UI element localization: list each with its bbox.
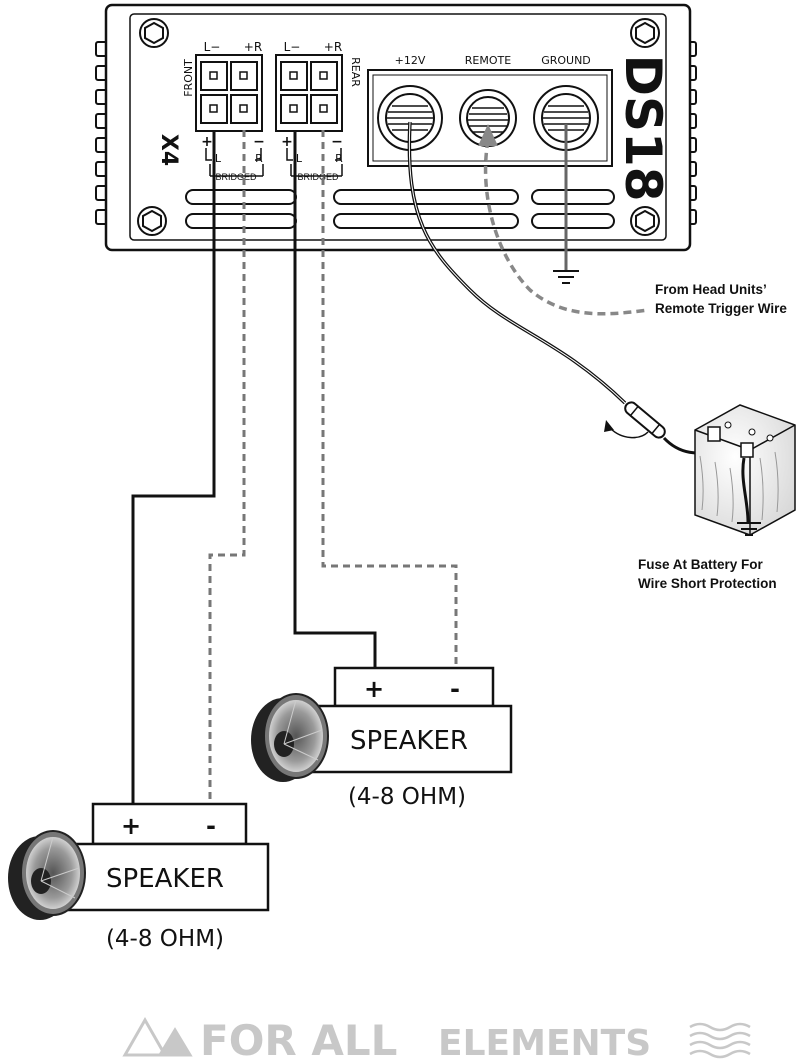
front-label: FRONT xyxy=(182,59,195,97)
speaker-label: SPEAKER xyxy=(350,726,468,756)
amplifier-inner-panel xyxy=(129,13,667,241)
screw-icon xyxy=(630,18,660,48)
remote-trigger-note-line1: From Head Units’ xyxy=(655,282,767,297)
screw-icon xyxy=(630,206,660,236)
rear-negative-wire xyxy=(321,130,458,668)
wave-logo-icon xyxy=(689,1022,751,1059)
speaker-impedance: (4-8 OHM) xyxy=(348,784,466,810)
front-speaker-connector xyxy=(195,54,263,132)
rear-left-minus-label: L− xyxy=(284,40,301,54)
speaker-icon xyxy=(251,693,329,782)
front-bridged-bracket xyxy=(205,148,264,177)
rear-bridged-plus: + xyxy=(281,134,293,150)
watermark-text-for-all: FOR ALL xyxy=(200,1016,397,1062)
ground-terminal xyxy=(533,85,599,151)
battery-ground-symbol-icon xyxy=(737,522,761,536)
rear-right-plus-label: +R xyxy=(324,40,342,54)
front-bridged-l: L xyxy=(215,152,222,165)
front-bridged-r: R xyxy=(255,152,263,165)
model-label: X4 xyxy=(156,134,181,166)
brand-logo: DS18 xyxy=(614,54,672,201)
speaker-impedance: (4-8 OHM) xyxy=(106,926,224,952)
remote-label: REMOTE xyxy=(465,54,511,67)
arrow-head-icon xyxy=(604,420,614,432)
speaker-minus-label: - xyxy=(450,675,460,703)
amplifier: X4 DS18 L− +R FRONT + − L R xyxy=(95,3,697,252)
front-bridged-plus: + xyxy=(201,134,213,150)
speaker-label: SPEAKER xyxy=(106,864,224,894)
rear-bridged-label: BRIDGED xyxy=(297,172,339,182)
rear-bridged-l: L xyxy=(296,152,303,165)
front-bridged-label: BRIDGED xyxy=(215,172,257,182)
speaker-terminal-box xyxy=(91,802,248,846)
remote-trigger-note-line2: Remote Trigger Wire xyxy=(655,301,787,316)
screw-icon xyxy=(137,206,167,236)
ground-label: GROUND xyxy=(541,54,591,67)
speaker-plus-label: + xyxy=(364,675,384,703)
battery-ground-wire xyxy=(741,457,750,523)
plus12v-terminal xyxy=(377,85,443,151)
rear-speaker: + - SPEAKER (4-8 OHM) xyxy=(251,666,513,810)
front-bridged-minus: − xyxy=(253,134,265,150)
screw-icon xyxy=(139,18,169,48)
rear-speaker-connector xyxy=(275,54,343,132)
rear-label: REAR xyxy=(349,57,362,87)
triangle-logo-icon xyxy=(122,1016,193,1057)
front-right-plus-label: +R xyxy=(244,40,262,54)
battery-icon xyxy=(694,404,796,536)
ground-symbol-icon xyxy=(553,270,579,284)
rear-bridged-bracket xyxy=(286,148,343,177)
watermark-text-elements: ELEMENTS xyxy=(438,1023,651,1062)
remote-terminal xyxy=(459,89,517,147)
front-left-minus-label: L− xyxy=(204,40,221,54)
speaker-icon xyxy=(8,830,86,920)
speaker-minus-label: - xyxy=(206,812,216,840)
plus12v-label: +12V xyxy=(395,54,426,67)
fuse-note-line1: Fuse At Battery For xyxy=(638,557,764,572)
rear-bridged-r: R xyxy=(335,152,343,165)
rear-bridged-minus: − xyxy=(331,134,343,150)
front-positive-wire xyxy=(131,130,216,808)
power-wire-inner xyxy=(408,121,626,404)
fuse-note-line2: Wire Short Protection xyxy=(638,576,777,591)
fuse-icon xyxy=(624,401,666,439)
front-speaker: + - SPEAKER (4-8 OHM) xyxy=(8,802,270,952)
watermark: FOR ALL ELEMENTS xyxy=(122,1016,751,1062)
curved-arrow-icon xyxy=(609,427,649,439)
speaker-plus-label: + xyxy=(121,812,141,840)
speaker-terminal-box xyxy=(333,666,495,708)
remote-arrow-icon xyxy=(478,124,498,146)
rear-positive-wire xyxy=(293,130,377,668)
remote-trigger-wire xyxy=(483,139,649,316)
